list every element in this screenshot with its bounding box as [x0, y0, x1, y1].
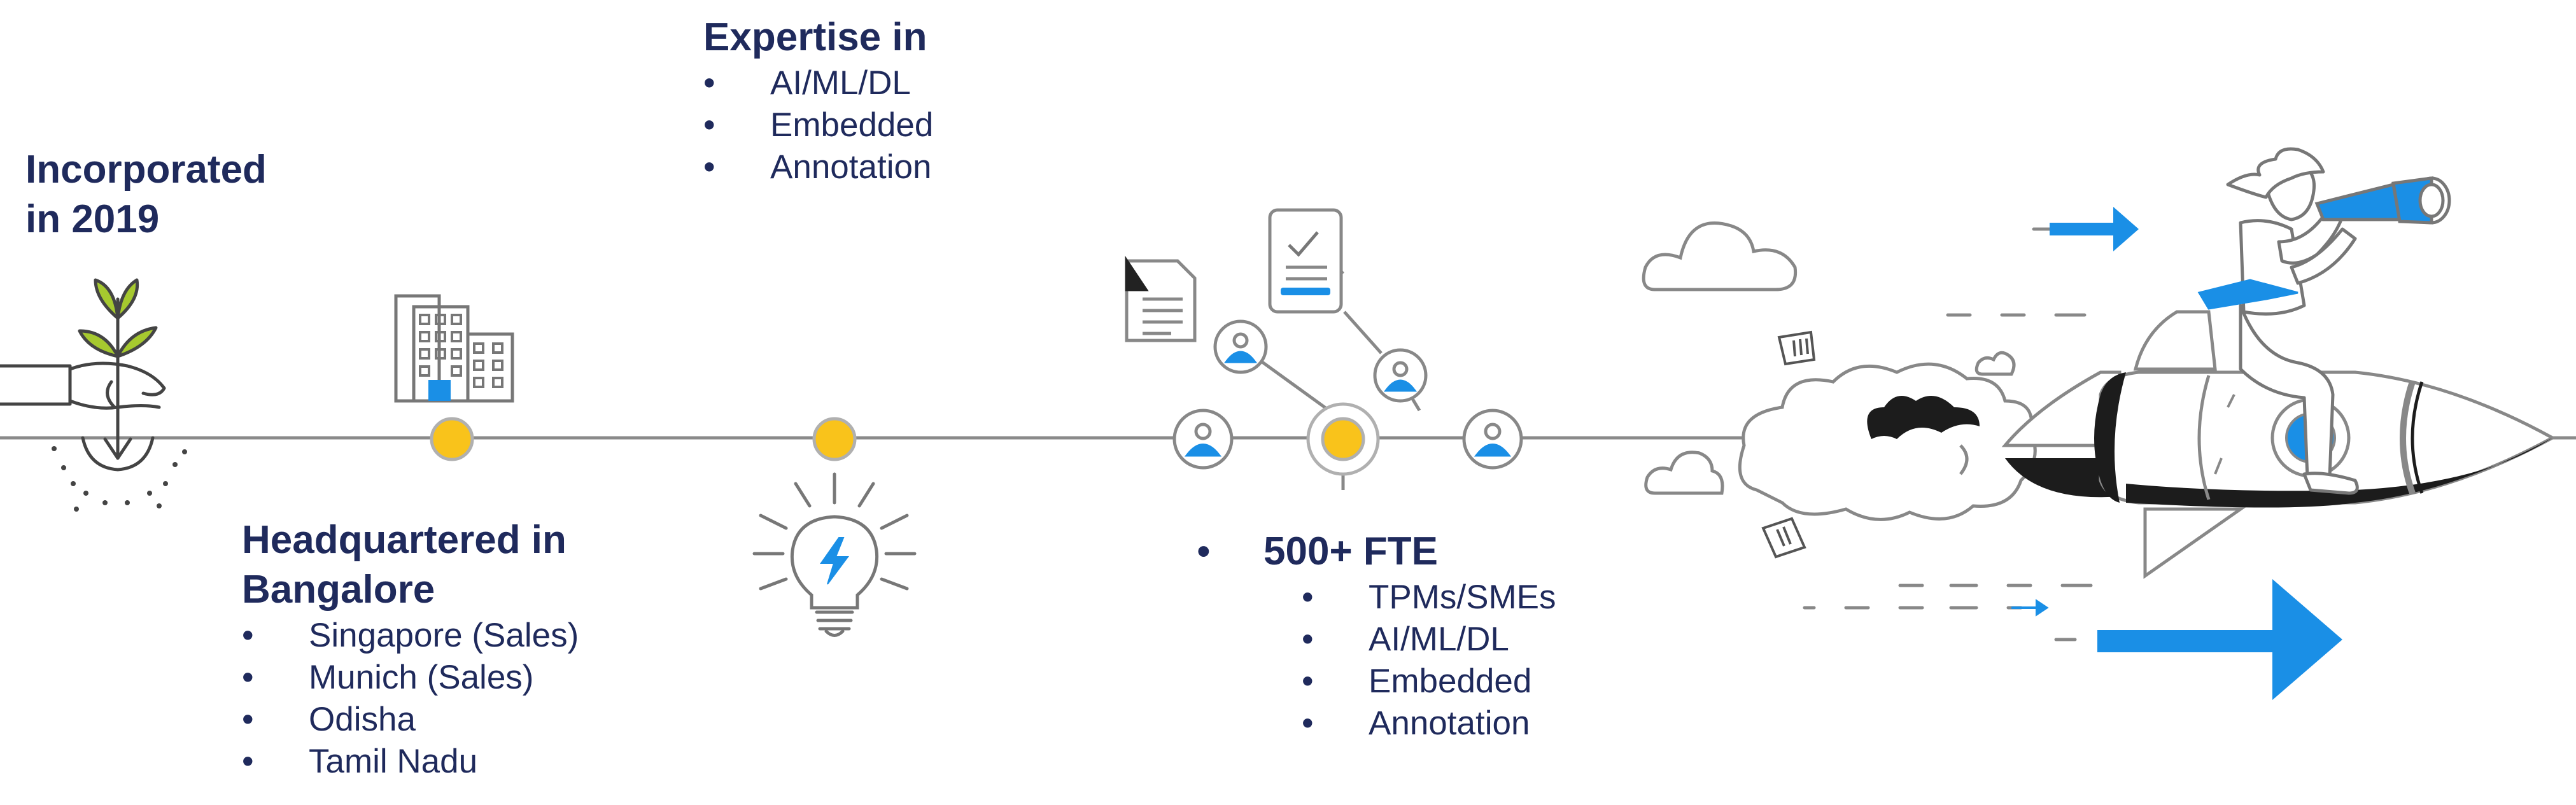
plant-in-hand-icon — [0, 278, 187, 512]
team-network-icon — [1125, 208, 1523, 490]
person-node-icon — [1213, 319, 1268, 374]
list-item: Embedded — [703, 104, 933, 146]
list-item: AI/ML/DL — [703, 62, 933, 104]
cloud-icon — [1642, 221, 1798, 291]
list-item: Embedded — [1302, 661, 1556, 703]
speed-lines — [1803, 227, 2093, 641]
person-node-icon — [1172, 409, 1234, 470]
office-building-icon — [394, 294, 514, 403]
milestone-heading: in 2019 — [25, 197, 160, 241]
milestone-heading: 500+ FTE — [1197, 527, 1556, 577]
clipboard-icon — [1268, 208, 1343, 314]
milestone-heading: Bangalore — [242, 568, 435, 612]
expertise-list: AI/ML/DL Embedded Annotation — [703, 62, 933, 188]
milestone-dot-hq — [430, 417, 474, 461]
milestone-dot-expertise — [812, 417, 857, 461]
list-item: Annotation — [703, 146, 933, 188]
milestone-expertise: Expertise in AI/ML/DL Embedded Annotatio… — [703, 13, 933, 188]
list-item: Tamil Nadu — [242, 741, 579, 783]
arrow-icon — [2050, 207, 2139, 251]
list-item: Odisha — [242, 699, 579, 741]
location-list: Singapore (Sales) Munich (Sales) Odisha … — [242, 615, 579, 783]
paper-scrap-icon — [1761, 330, 1816, 559]
cloud-icon — [1974, 351, 2016, 376]
fte-list: TPMs/SMEs AI/ML/DL Embedded Annotation — [1302, 577, 1556, 745]
list-item: Annotation — [1302, 703, 1556, 745]
list-item: Singapore (Sales) — [242, 615, 579, 657]
arrow-icon — [2097, 579, 2342, 700]
person-node-icon — [1462, 409, 1523, 470]
arrow-icon — [2011, 599, 2049, 617]
milestone-incorporated: Incorporated in 2019 — [25, 145, 267, 244]
milestone-fte: 500+ FTE TPMs/SMEs AI/ML/DL Embedded Ann… — [1197, 527, 1556, 745]
milestone-heading: Headquartered in — [242, 518, 567, 562]
person-node-icon — [1373, 348, 1428, 403]
milestone-heading: Incorporated — [25, 148, 267, 192]
cloud-icon — [1644, 451, 1724, 495]
rocket-with-telescope-person-icon — [1738, 147, 2556, 579]
list-item: TPMs/SMEs — [1302, 577, 1556, 619]
lightbulb-icon — [752, 472, 917, 637]
list-item: Munich (Sales) — [242, 657, 579, 699]
document-icon — [1125, 255, 1197, 342]
milestone-headquarters: Headquartered in Bangalore Singapore (Sa… — [242, 515, 579, 783]
milestone-heading: Expertise in — [703, 15, 927, 59]
list-item: AI/ML/DL — [1302, 619, 1556, 661]
